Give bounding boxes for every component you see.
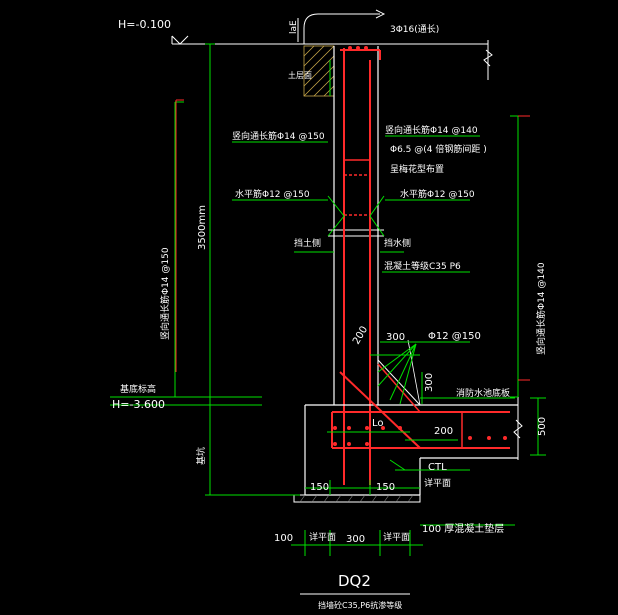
rebar-haunch	[339, 371, 421, 449]
tie-label: Φ6.5 @(4 倍钢筋间距 )	[390, 143, 487, 155]
elev-top-label: H=-0.100	[118, 18, 171, 31]
break-mark-top	[483, 49, 493, 67]
dim-300: 300	[386, 332, 405, 343]
water-side-label: 挡水侧	[384, 237, 411, 249]
lo-label: Lo	[372, 418, 384, 429]
cushion-label: 100 厚混凝土垫层	[422, 522, 504, 535]
dim-100-l: 100	[274, 533, 293, 544]
slab-rebar-dots	[333, 426, 507, 446]
dim-150-r: 150	[376, 482, 395, 493]
drawing-subtitle: 挡墙砼C35,P6抗渗等级	[318, 600, 402, 610]
dim-150-l: 150	[310, 482, 329, 493]
horiz-left-label: 水平筋Φ12 @150	[235, 188, 310, 200]
dim-200-b: 200	[434, 426, 453, 437]
slab-note: 消防水池底板	[456, 387, 510, 399]
ctl-label: CTL	[428, 462, 447, 473]
ground-label: 土层面	[288, 70, 312, 80]
soil-hatch	[303, 45, 335, 97]
lae-label: laE	[289, 20, 299, 34]
dim-300c: 300	[346, 534, 365, 545]
tie-note: 呈梅花型布置	[390, 163, 444, 175]
corner-bar-label: Φ12 @150	[428, 331, 481, 342]
ctl-sub: 详平面	[424, 477, 451, 489]
dimension-lines	[110, 43, 546, 556]
dim-200-a: 200	[351, 324, 370, 346]
elev-bottom-label: H=-3.600	[112, 398, 165, 411]
top-bar-label: 3Φ16(通长)	[390, 23, 439, 35]
drawing-title: DQ2	[338, 572, 371, 590]
vert-outer-label: 竖向通长筋Φ14 @150	[232, 130, 325, 142]
elev-bottom-caption: 基底标高	[120, 383, 156, 395]
detail-l: 详平面	[309, 531, 336, 543]
top-hook-bar	[303, 13, 380, 44]
detail-r: 详平面	[383, 531, 410, 543]
height-dim: 3500mm	[197, 205, 208, 250]
dim-300b: 300	[424, 373, 435, 392]
elev-top-marker	[171, 35, 189, 45]
dim-500: 500	[537, 417, 548, 436]
cushion-layer	[293, 494, 421, 503]
horiz-right-label: 水平筋Φ12 @150	[400, 188, 475, 200]
vert-inner-label: 竖向通长筋Φ14 @140	[385, 124, 478, 136]
right-rebar-note: 竖向通长筋Φ14 @140	[535, 262, 547, 355]
concrete-label: 混凝土等级C35 P6	[384, 260, 461, 272]
left-rebar-note: 竖向通长筋Φ14 @150	[159, 247, 171, 340]
base-side-label: 基坑	[195, 447, 207, 465]
earth-side-label: 挡土侧	[294, 237, 321, 249]
